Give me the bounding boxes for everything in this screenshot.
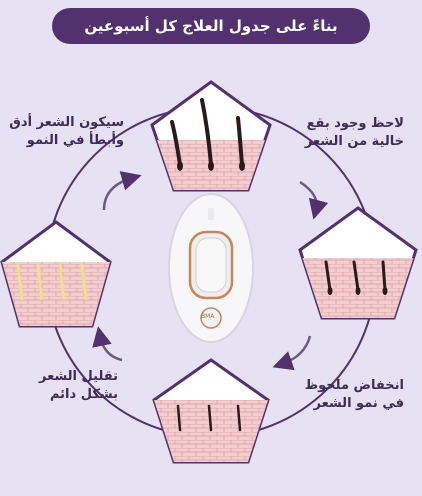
stage-top-pentagon xyxy=(150,80,272,192)
caption-step-1-line2: خالية من الشعر xyxy=(304,134,404,149)
arrow-bottom-right xyxy=(272,335,312,371)
caption-step-4-line2: وأبطأ في النمو xyxy=(26,133,124,148)
arrow-top-left xyxy=(102,171,142,211)
title-banner: بناءً على جدول العلاج كل أسبوعين xyxy=(52,8,370,44)
arrow-top-right xyxy=(299,180,329,220)
device-logo: BMA xyxy=(201,313,215,320)
caption-step-3-line2: بشكل دائم xyxy=(49,387,118,402)
stage-left-pentagon xyxy=(0,220,112,328)
caption-step-2-line1: انخفاض ملحوظ xyxy=(304,378,404,393)
caption-step-4-line1: سيكون الشعر أدق xyxy=(9,115,124,130)
caption-step-4: سيكون الشعر أدق وأبطأ في النمو xyxy=(6,114,124,150)
caption-step-1-line1: لاحظ وجود بقع xyxy=(306,116,404,131)
caption-step-3-line1: تقليل الشعر xyxy=(39,369,118,384)
caption-step-2: انخفاض ملحوظ في نمو الشعر xyxy=(289,377,404,413)
caption-step-2-line2: في نمو الشعر xyxy=(313,396,404,411)
stage-bottom-pentagon xyxy=(152,358,270,464)
stage-right-pentagon xyxy=(298,206,418,320)
caption-step-3: تقليل الشعر بشكل دائم xyxy=(8,368,118,404)
title-text: بناءً على جدول العلاج كل أسبوعين xyxy=(84,17,338,35)
caption-step-1: لاحظ وجود بقع خالية من الشعر xyxy=(294,115,404,151)
ipl-device xyxy=(168,193,254,343)
arrow-bottom-left xyxy=(92,326,123,362)
